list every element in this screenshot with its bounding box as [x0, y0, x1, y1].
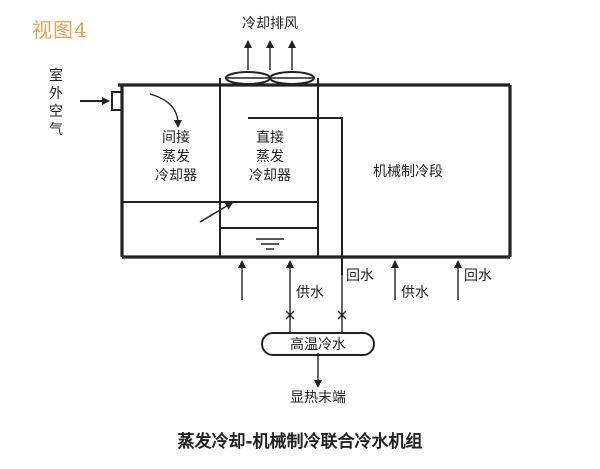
outdoor-air-char: 空 [49, 104, 63, 120]
direct-evaporative-cooler-label: 直接 蒸发 冷却器 [249, 129, 291, 184]
direct-airflow-arrow [199, 201, 234, 223]
valve-icon [285, 310, 295, 320]
indirect-label-line: 间接 [162, 129, 190, 146]
outdoor-air-char: 气 [49, 122, 63, 138]
supply-water-label-2: 供水 [401, 285, 429, 301]
indirect-label-line: 冷却器 [155, 168, 197, 184]
chiller-tank [261, 332, 375, 356]
exhaust-label: 冷却排风 [242, 16, 298, 32]
direct-label-line: 直接 [256, 129, 284, 146]
exhaust-arrows [244, 40, 296, 70]
indirect-label-line: 蒸发 [162, 149, 190, 165]
direct-label-line: 蒸发 [256, 149, 284, 165]
mechanical-refrigeration-label: 机械制冷段 [373, 164, 443, 180]
internal-return-pipe [248, 117, 343, 275]
inlet-nozzle [111, 91, 122, 111]
piping [238, 260, 462, 388]
indirect-airflow-arrow [149, 93, 182, 128]
diagram-caption: 蒸发冷却-机械制冷联合冷水机组 [177, 431, 422, 452]
fan-icon [225, 71, 315, 85]
supply-water-label-1: 供水 [296, 285, 324, 301]
housing [111, 78, 512, 275]
valve-icon [337, 310, 347, 320]
high-temp-chiller-label: 高温冷水 [290, 336, 346, 353]
return-water-label-1: 回水 [346, 268, 374, 284]
outdoor-air-char: 外 [49, 86, 63, 102]
watermark-label: 视图4 [32, 18, 88, 42]
indirect-evaporative-cooler-label: 间接 蒸发 冷却器 [155, 129, 197, 184]
direct-label-line: 冷却器 [249, 168, 291, 184]
outdoor-air-char: 室 [49, 67, 63, 84]
sensible-terminal-label: 显热末端 [290, 390, 346, 406]
outdoor-air-label: 室 外 空 气 [49, 67, 63, 138]
return-water-label-2: 回水 [464, 268, 492, 284]
